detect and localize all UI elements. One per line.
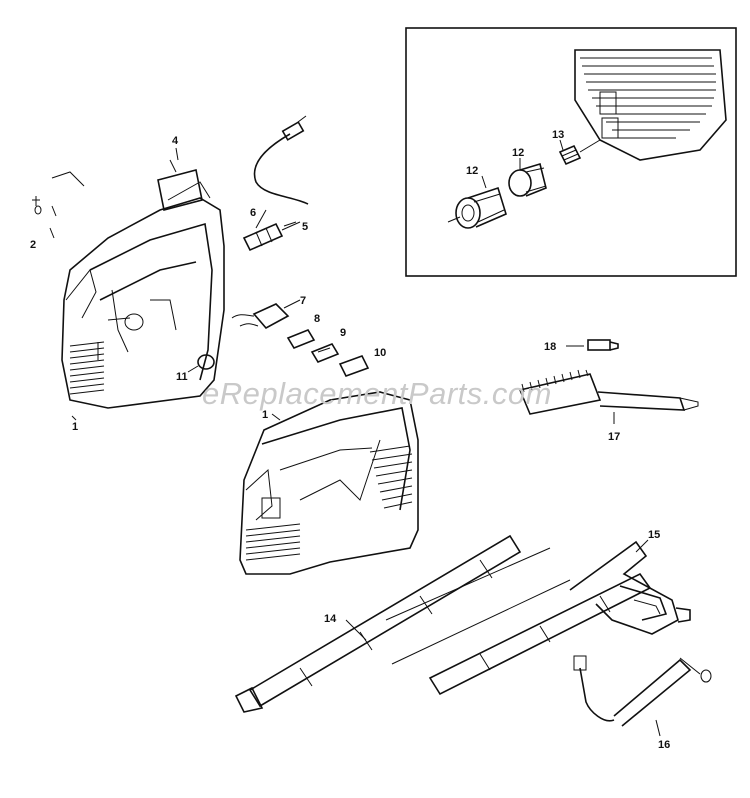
part-2-fasteners bbox=[32, 171, 85, 239]
part-4-label bbox=[157, 159, 203, 211]
part-10-plate bbox=[338, 355, 370, 377]
part-5-power-cord bbox=[253, 115, 309, 205]
watermark-text: eReplacementParts.com bbox=[202, 376, 552, 411]
callout-9: 9 bbox=[340, 327, 346, 339]
housing-left-half bbox=[61, 181, 225, 409]
part-12-coupler-b bbox=[508, 162, 547, 197]
inset-detail-box: 12 12 13 bbox=[405, 27, 737, 277]
part-6-inlet-fitting bbox=[242, 221, 301, 252]
callout-5: 5 bbox=[302, 221, 308, 233]
part-14-wand bbox=[234, 534, 652, 713]
callout-1b: 1 bbox=[262, 409, 268, 421]
callout-15: 15 bbox=[648, 529, 660, 541]
callout-14: 14 bbox=[324, 613, 337, 625]
part-12-quick-connect-a bbox=[447, 186, 507, 229]
callout-13: 13 bbox=[552, 129, 564, 141]
callout-8: 8 bbox=[314, 313, 320, 325]
callout-1a: 1 bbox=[72, 421, 78, 433]
part-17-brush bbox=[518, 369, 699, 424]
callout-7: 7 bbox=[300, 295, 306, 307]
callout-4: 4 bbox=[172, 135, 179, 147]
callout-2: 2 bbox=[30, 239, 36, 251]
callout-6: 6 bbox=[250, 207, 256, 219]
callout-11: 11 bbox=[176, 371, 188, 383]
part-9-plate bbox=[310, 343, 340, 363]
part-16-hose bbox=[573, 655, 712, 727]
housing-right-half bbox=[239, 391, 419, 575]
callout-12b: 12 bbox=[512, 147, 524, 159]
part-8-plate bbox=[286, 329, 316, 349]
callout-12a: 12 bbox=[466, 165, 478, 177]
part-11-knob bbox=[197, 354, 215, 370]
callout-10: 10 bbox=[374, 347, 386, 359]
part-7-switch bbox=[231, 299, 301, 330]
part-15-spray-gun bbox=[569, 540, 691, 635]
callout-17: 17 bbox=[608, 431, 620, 443]
callout-16: 16 bbox=[658, 739, 670, 751]
callout-18: 18 bbox=[544, 341, 556, 353]
inset-housing-corner bbox=[574, 49, 727, 161]
part-18-nozzle bbox=[566, 339, 619, 351]
part-13-fitting bbox=[558, 139, 601, 166]
